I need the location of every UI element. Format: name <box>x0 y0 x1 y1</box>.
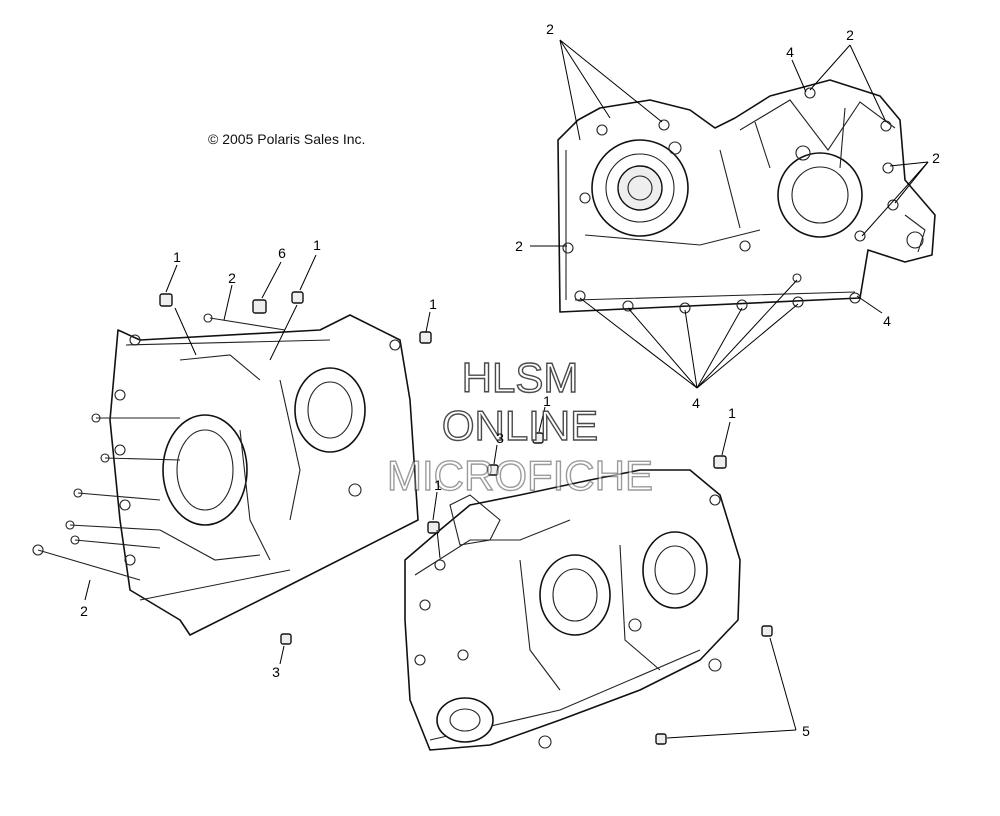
callout-2-top-left: 2 <box>546 21 554 37</box>
watermark-line-2: ONLINE <box>442 402 598 449</box>
callout-2-left-side: 2 <box>515 238 523 254</box>
crankcase-side-view <box>557 79 936 314</box>
callout-1-right-top: 1 <box>543 393 551 409</box>
callout-3-left: 3 <box>272 664 280 680</box>
callout-2-right: 2 <box>932 150 940 166</box>
callout-4-top: 4 <box>786 44 794 60</box>
copyright-notice: © 2005 Polaris Sales Inc. <box>208 131 365 147</box>
watermark-line-1: HLSM <box>462 354 579 401</box>
watermark-line-3: MICROFICHE <box>387 452 653 499</box>
callout-2-left-top: 2 <box>228 270 236 286</box>
callout-1-left-right: 1 <box>429 296 437 312</box>
callout-1-right-far: 1 <box>728 405 736 421</box>
callout-2-left-bottom: 2 <box>80 603 88 619</box>
crankcase-right-half <box>404 432 773 751</box>
callout-1-left-top: 1 <box>173 249 181 265</box>
callout-5: 5 <box>802 723 810 739</box>
callout-4-bottom: 4 <box>692 395 700 411</box>
callout-1-right-left: 1 <box>434 477 442 493</box>
callout-4-right: 4 <box>883 313 891 329</box>
callout-2-top-right: 2 <box>846 27 854 43</box>
callout-labels: 2 2 4 2 2 4 4 1 2 6 1 1 2 3 1 3 1 1 5 <box>80 21 940 739</box>
callout-3-right: 3 <box>496 430 504 446</box>
crankcase-left-half <box>32 291 432 645</box>
watermark: HLSM ONLINE MICROFICHE <box>386 353 653 499</box>
callout-1-left-mid: 1 <box>313 237 321 253</box>
leader-lines <box>84 39 929 739</box>
callout-6: 6 <box>278 245 286 261</box>
